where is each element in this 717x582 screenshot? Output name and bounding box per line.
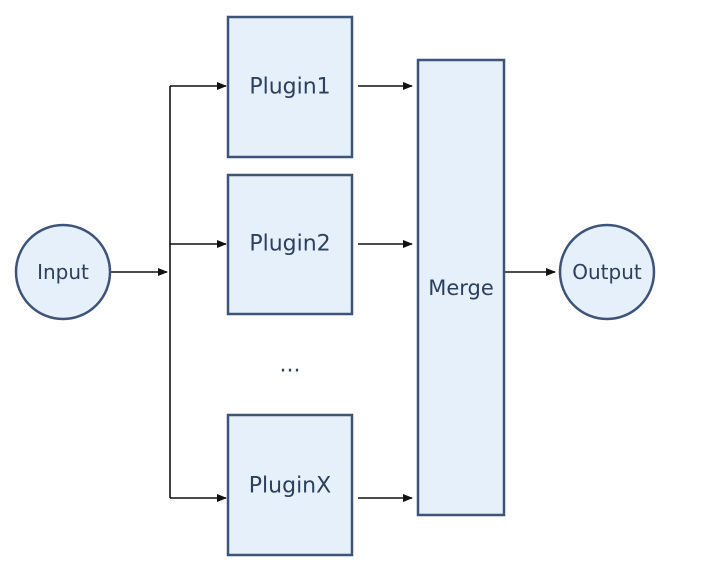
input-label: Input [37, 260, 89, 284]
pluginx-box [226, 413, 354, 557]
pluginx-label: PluginX [249, 474, 331, 499]
output-node: Output [558, 223, 656, 321]
ellipsis-label: ... [280, 353, 301, 378]
merge-node: Merge [416, 58, 506, 517]
plugin1-label: Plugin1 [249, 75, 330, 100]
plugin2-label: Plugin2 [249, 232, 330, 257]
output-label: Output [572, 260, 642, 284]
input-circle [14, 223, 112, 321]
merge-label: Merge [428, 276, 494, 300]
plugin2-node: Plugin2 [226, 173, 354, 316]
edges [111, 82, 556, 502]
pluginx-node: PluginX [226, 413, 354, 557]
output-circle [558, 223, 656, 321]
plugin2-box [226, 173, 354, 316]
plugin1-node: Plugin1 [226, 15, 354, 159]
input-node: Input [14, 223, 112, 321]
merge-box [416, 58, 506, 517]
plugin1-box [226, 15, 354, 159]
